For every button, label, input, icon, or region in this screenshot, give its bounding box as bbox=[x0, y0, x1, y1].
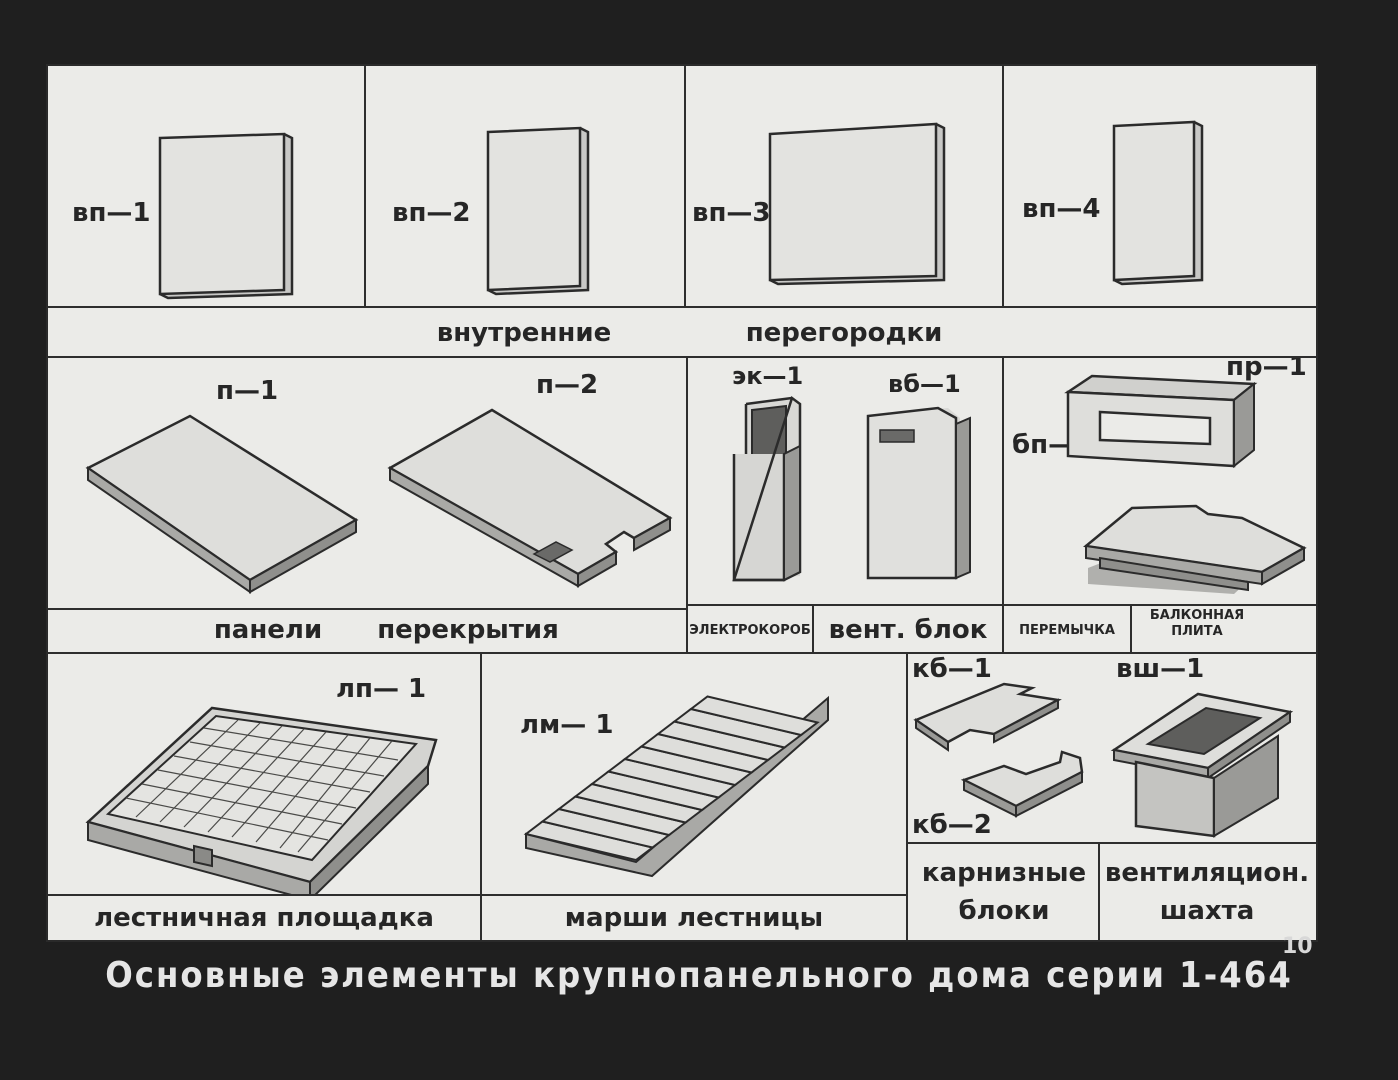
stair-step bbox=[688, 695, 820, 737]
caption-stair-landing: лестничная площадка bbox=[94, 903, 434, 933]
label-p1: п—1 bbox=[216, 376, 279, 406]
caption-partitions: перегородки bbox=[745, 318, 943, 348]
cell-floor-slabs: п—1 п—2 bbox=[48, 358, 686, 608]
cell-vp1: вп—1 bbox=[48, 66, 364, 306]
caption-stair-flight: марши лестницы bbox=[564, 903, 824, 933]
cell-stair-flight: лм— 1 bbox=[482, 654, 906, 894]
landing-grid bbox=[125, 719, 399, 853]
cell-stair-landing: лп— 1 bbox=[48, 654, 478, 894]
caption-vent-shaft: вентиляцион. шахта bbox=[1104, 858, 1310, 926]
vent-block-drawing bbox=[866, 406, 971, 580]
balcony-slab-drawing bbox=[1083, 504, 1307, 594]
panel-vp2-drawing bbox=[486, 126, 590, 296]
label-lp1: лп— 1 bbox=[336, 674, 427, 704]
slab-p1-drawing bbox=[85, 414, 359, 594]
label-lm1: лм— 1 bbox=[520, 710, 614, 740]
caption-cornice-blocks: карнизные блоки bbox=[921, 858, 1087, 926]
stair-steps bbox=[523, 695, 820, 862]
label-kb2: кб—2 bbox=[912, 810, 992, 840]
diagram-sheet: вп—1 вп—2 вп—3 вп—4 внутренние перегоро bbox=[46, 64, 1318, 942]
caption-floors: перекрытия bbox=[377, 615, 559, 645]
caption-panels: панели bbox=[213, 615, 323, 645]
electrical-box-drawing bbox=[732, 395, 802, 582]
page-number: 10 bbox=[1282, 934, 1313, 959]
cell-vp3: вп—3 bbox=[686, 66, 1002, 306]
stair-flight-drawing bbox=[523, 695, 829, 878]
label-vp4: вп—4 bbox=[1022, 194, 1101, 224]
caption-lintel: ПЕРЕМЫЧКА bbox=[1019, 622, 1115, 638]
vent-shaft-drawing bbox=[1110, 692, 1294, 838]
stair-landing-drawing bbox=[85, 706, 438, 894]
cell-kb-vsh: кб—1 кб—2 вш—1 bbox=[908, 654, 1316, 842]
label-vsh1: вш—1 bbox=[1116, 654, 1205, 684]
cell-pr-bp: пр—1 бп—1 bbox=[1004, 358, 1316, 608]
label-kb1: кб—1 bbox=[912, 654, 992, 684]
label-ek1: эк—1 bbox=[732, 362, 804, 390]
panel-vp4-drawing bbox=[1112, 120, 1204, 286]
caption-balcony-slab: БАЛКОННАЯ ПЛИТА bbox=[1149, 608, 1245, 639]
cornice-block-kb1-drawing bbox=[913, 682, 1062, 752]
label-vp3: вп—3 bbox=[692, 198, 771, 228]
panel-vp1-drawing bbox=[158, 132, 294, 300]
slide-title: Основные элементы крупнопанельного дома … bbox=[105, 955, 1293, 996]
cell-ek-vb: эк—1 вб—1 bbox=[688, 358, 1002, 608]
caption-vent-block: вент. блок bbox=[828, 615, 988, 645]
lintel-drawing bbox=[1064, 374, 1258, 469]
label-vp2: вп—2 bbox=[392, 198, 471, 228]
label-pr1: пр—1 bbox=[1226, 358, 1307, 382]
panel-vp3-drawing bbox=[768, 122, 946, 286]
label-vp1: вп—1 bbox=[72, 198, 151, 228]
caption-inner: внутренние bbox=[436, 318, 612, 348]
slab-p2-drawing bbox=[387, 408, 673, 588]
cornice-block-kb2-drawing bbox=[960, 750, 1084, 818]
cell-vp4: вп—4 bbox=[1004, 66, 1316, 306]
label-p2: п—2 bbox=[536, 370, 599, 400]
label-vb1: вб—1 bbox=[888, 370, 961, 398]
cell-vp2: вп—2 bbox=[366, 66, 684, 306]
caption-electrical-box: ЭЛЕКТРОКОРОБ bbox=[689, 622, 811, 638]
